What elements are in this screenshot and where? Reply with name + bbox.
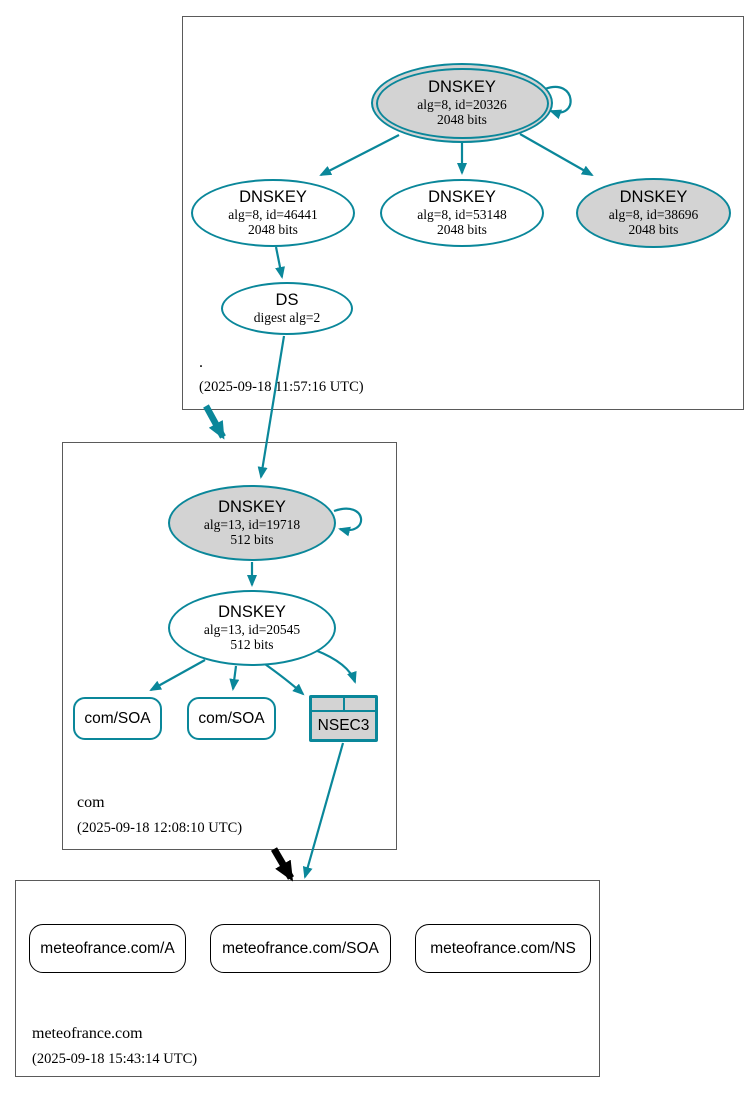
dnskey-20545-title: DNSKEY bbox=[218, 603, 286, 622]
dnskey-19718-alg-id: alg=13, id=19718 bbox=[203, 516, 301, 532]
dnskey-19718-title: DNSKEY bbox=[218, 498, 286, 517]
dnskey-46441-title: DNSKEY bbox=[239, 188, 307, 207]
dnskey-20545-alg-id: alg=13, id=20545 bbox=[203, 621, 301, 637]
com-zone-box bbox=[62, 442, 397, 850]
com-soa-label-2: com/SOA bbox=[198, 709, 265, 727]
meteofrance-zone-timestamp: (2025-09-18 15:43:14 UTC) bbox=[32, 1051, 198, 1067]
dnskey-46441-alg-id: alg=8, id=46441 bbox=[228, 206, 318, 222]
ds-digest-alg: digest alg=2 bbox=[253, 309, 321, 325]
edge-root-to-com-delegation bbox=[203, 404, 226, 440]
nsec3-header-cell-2 bbox=[345, 698, 376, 710]
dnskey-20545-node[interactable]: DNSKEY alg=13, id=20545 512 bits bbox=[168, 590, 336, 666]
dnskey-20326-alg-id: alg=8, id=20326 bbox=[417, 96, 507, 112]
dnskey-38696-alg-id: alg=8, id=38696 bbox=[608, 206, 699, 222]
nsec3-node[interactable]: NSEC3 bbox=[309, 695, 378, 742]
nsec3-label: NSEC3 bbox=[317, 716, 370, 734]
com-zone-timestamp: (2025-09-18 12:08:10 UTC) bbox=[77, 820, 243, 836]
dnskey-38696-title: DNSKEY bbox=[619, 188, 688, 207]
root-zone-box bbox=[182, 16, 744, 410]
edge-com-to-meteofrance-delegation bbox=[270, 847, 295, 882]
meteofrance-ns-node[interactable]: meteofrance.com/NS bbox=[415, 924, 591, 973]
dnskey-46441-bits: 2048 bits bbox=[248, 222, 298, 238]
nsec3-header-cells bbox=[312, 698, 375, 712]
ds-title: DS bbox=[275, 291, 299, 310]
dnskey-19718-bits: 512 bits bbox=[230, 532, 274, 548]
meteofrance-a-node[interactable]: meteofrance.com/A bbox=[29, 924, 186, 973]
meteofrance-a-label: meteofrance.com/A bbox=[40, 939, 175, 957]
dnskey-20326-bits: 2048 bits bbox=[437, 112, 487, 128]
dnskey-19718-node[interactable]: DNSKEY alg=13, id=19718 512 bits bbox=[168, 485, 336, 561]
dnskey-53148-title: DNSKEY bbox=[428, 188, 496, 207]
meteofrance-zone-box bbox=[15, 880, 600, 1077]
com-zone-label: com bbox=[77, 794, 105, 811]
root-zone-timestamp: (2025-09-18 11:57:16 UTC) bbox=[199, 379, 364, 395]
dnskey-53148-node[interactable]: DNSKEY alg=8, id=53148 2048 bits bbox=[380, 179, 544, 247]
dnskey-53148-bits: 2048 bits bbox=[437, 222, 487, 238]
com-soa-node-1[interactable]: com/SOA bbox=[73, 697, 162, 740]
dnskey-46441-node[interactable]: DNSKEY alg=8, id=46441 2048 bits bbox=[191, 179, 355, 247]
dnskey-53148-alg-id: alg=8, id=53148 bbox=[417, 206, 507, 222]
ds-node[interactable]: DS digest alg=2 bbox=[221, 282, 353, 335]
meteofrance-soa-label: meteofrance.com/SOA bbox=[222, 939, 379, 957]
com-soa-label-1: com/SOA bbox=[84, 709, 151, 727]
dnskey-20326-title: DNSKEY bbox=[428, 78, 496, 97]
meteofrance-soa-node[interactable]: meteofrance.com/SOA bbox=[210, 924, 391, 973]
root-zone-label: . bbox=[199, 354, 203, 371]
meteofrance-ns-label: meteofrance.com/NS bbox=[430, 939, 576, 957]
com-soa-node-2[interactable]: com/SOA bbox=[187, 697, 276, 740]
nsec3-header-cell-1 bbox=[312, 698, 345, 710]
dnskey-20326-node[interactable]: DNSKEY alg=8, id=20326 2048 bits bbox=[371, 63, 553, 143]
dnskey-38696-bits: 2048 bits bbox=[628, 222, 679, 238]
dnskey-20545-bits: 512 bits bbox=[230, 637, 274, 653]
dnskey-38696-node[interactable]: DNSKEY alg=8, id=38696 2048 bits bbox=[576, 178, 731, 248]
meteofrance-zone-label: meteofrance.com bbox=[32, 1025, 143, 1042]
